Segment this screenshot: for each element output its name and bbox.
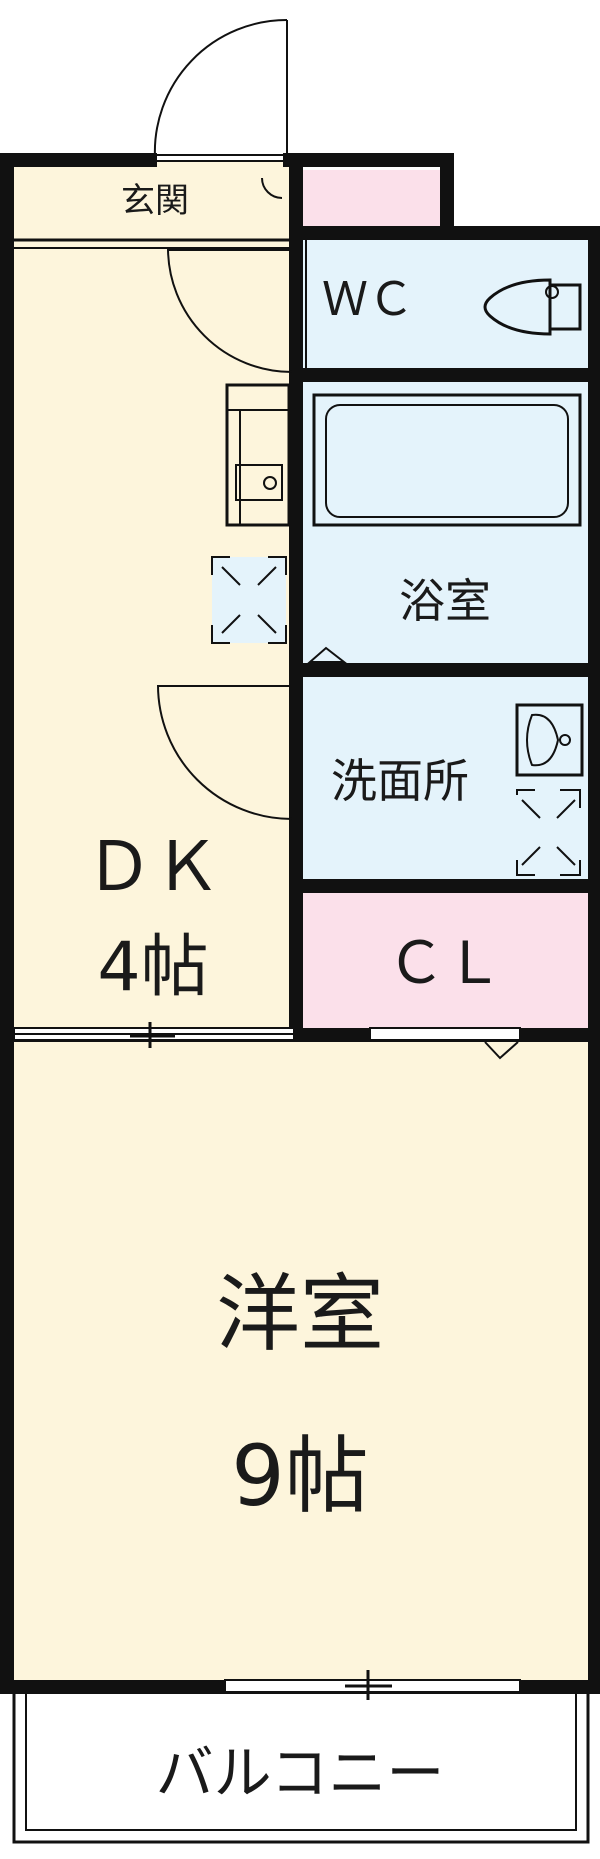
dk-door-swing-top: [167, 247, 293, 373]
outer-wall: [0, 153, 600, 1694]
entry-threshold: [151, 154, 289, 162]
closet-label: ＣＬ: [387, 929, 503, 997]
toilet-tank-icon: [548, 283, 582, 331]
bath-label: 浴室: [399, 574, 491, 628]
closet-floor: [302, 892, 588, 1030]
kitchen-tap: [263, 476, 277, 490]
western-room-floor: [14, 1040, 588, 1680]
genkan-label: 玄関: [121, 181, 189, 221]
washroom-label: 洗面所: [331, 754, 469, 808]
kitchen-sink: [235, 464, 283, 501]
bathtub-outer: [312, 393, 582, 527]
entry-door-swing: [153, 18, 288, 159]
toilet-bowl-icon: [483, 278, 552, 336]
pink-storage-floor: [302, 170, 440, 228]
washer-space-marks: [516, 789, 581, 876]
western-room-size-label: 9帖: [231, 1427, 368, 1525]
dk-size-label: 4帖: [97, 928, 208, 1007]
washroom-floor: [302, 675, 588, 880]
closet-door-triangle: [484, 1041, 519, 1060]
shoe-box-arc: [261, 177, 283, 199]
balcony-label: バルコニー: [156, 1739, 445, 1807]
balcony-rail-inner: [25, 1694, 577, 1831]
western-room-label: 洋室: [216, 1265, 384, 1363]
dk-label: ＤＫ: [85, 828, 221, 907]
balcony-rail: [12, 1694, 590, 1844]
fridge-space: [212, 557, 286, 643]
wc-floor: [302, 240, 588, 370]
wash-basin-counter: [515, 703, 584, 777]
bath-floor: [302, 380, 588, 665]
washroom-door-swing: [157, 684, 293, 820]
bathtub-inner: [325, 404, 569, 518]
balcony-floor: [14, 1694, 588, 1844]
wash-basin-bowl: [526, 713, 560, 767]
fridge-marks: [211, 556, 287, 644]
kitchen-counter: [225, 383, 291, 527]
toilet-button-icon: [545, 285, 559, 299]
wc-label: ＷＣ: [322, 272, 414, 326]
genkan-floor: [14, 160, 296, 240]
bath-door-triangle: [307, 646, 347, 663]
closet-door: [369, 1027, 521, 1041]
wash-basin-tap: [559, 734, 571, 746]
